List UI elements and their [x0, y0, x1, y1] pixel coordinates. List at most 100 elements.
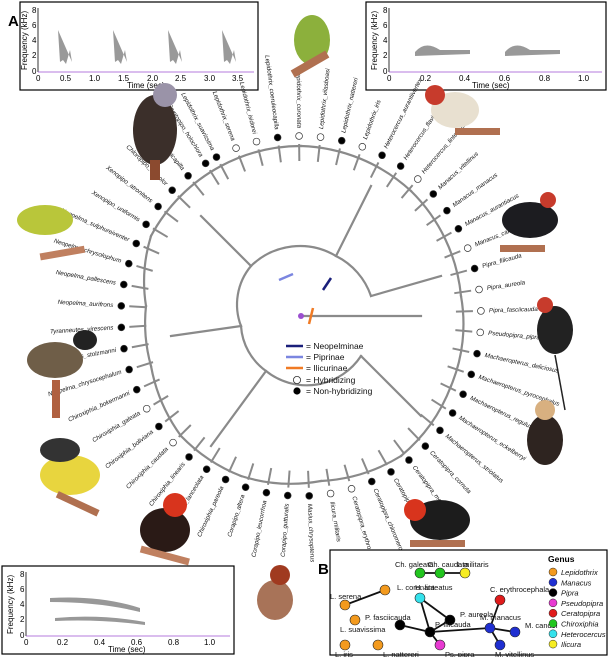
network-node-label: L. nattereri — [383, 650, 419, 657]
spectro-tr-xtick: 0 — [387, 74, 392, 83]
network-node — [434, 639, 446, 651]
spectro-tl-xlabel: Time (sec) — [127, 81, 165, 90]
tip-label: Lepidothrix_coeruleocapilla — [263, 55, 280, 131]
tip-branch — [143, 378, 160, 388]
spectro-tl-xtick: 0 — [36, 74, 41, 83]
tip-branch — [129, 324, 147, 328]
tip-label: Corapipo_altera — [226, 493, 246, 538]
hybridizing-marker — [476, 328, 485, 337]
tip-branch — [316, 144, 321, 163]
spectro-bl-xtick: 0.8 — [168, 638, 180, 647]
hybridizing-marker — [252, 137, 261, 146]
spectro-tr-xlabel: Time (sec) — [472, 81, 510, 90]
bird-illustration-dark-manakin — [133, 83, 177, 180]
spectro-bl-xtick: 1.0 — [204, 638, 216, 647]
genus-legend-label: Ilicura — [561, 640, 581, 649]
bird-illustration-green-yellow — [17, 205, 86, 261]
tip-branch — [385, 172, 398, 188]
network-node — [339, 599, 351, 611]
spectro-tl-xtick: 1.5 — [118, 74, 130, 83]
genus-legend-swatch — [548, 629, 558, 639]
tip-branch — [335, 148, 341, 166]
network-node — [339, 639, 351, 651]
network-node-label: L. serena — [330, 592, 362, 601]
spectro-bl-ytick: 2 — [20, 615, 25, 624]
tip-label: Neopelma_aurifrons — [57, 299, 113, 309]
network-node-label: Ch. galeata — [395, 560, 434, 569]
non-hybridizing-marker — [212, 153, 221, 161]
spectro-tr-xtick: 0.4 — [459, 74, 471, 83]
hybridizing-marker — [463, 244, 472, 252]
legend-hybridizing-symbol — [292, 375, 301, 384]
spectro-tl-xtick: 2.5 — [175, 74, 187, 83]
network-node-label: M. vitellinus — [495, 650, 534, 657]
panel-a-label: A — [8, 13, 19, 30]
non-hybridizing-marker — [443, 206, 451, 215]
network-node-label: M. manacus — [480, 613, 521, 622]
non-hybridizing-marker — [378, 151, 386, 160]
tip-branch — [228, 456, 237, 473]
spectro-bl-xtick: 0.4 — [94, 638, 106, 647]
spectro-bl-xtick: 0.2 — [57, 638, 69, 647]
non-hybridizing-marker — [120, 280, 128, 289]
spectro-tl-ytick: 8 — [32, 6, 37, 15]
tip-branch — [164, 410, 180, 423]
bird-illustration-yellow-bellied — [40, 438, 100, 517]
spectro-bl-xtick: 0 — [24, 638, 29, 647]
non-hybridizing-marker — [155, 422, 163, 431]
spectro-tl-ytick: 6 — [32, 21, 37, 30]
tip-label: Masius_chrysopterus — [306, 504, 316, 563]
tip-branch — [325, 468, 331, 486]
network-node — [372, 639, 384, 651]
network-node — [414, 592, 426, 604]
tip-branch — [369, 161, 380, 179]
tip-label: Corapipo_leucorrhoa — [250, 499, 268, 558]
non-hybridizing-marker — [396, 162, 405, 170]
network-node-label: L. suavissima — [340, 625, 386, 634]
tip-branch — [153, 394, 169, 406]
bird-illustration-black-capped — [27, 330, 97, 418]
tip-branch — [178, 424, 192, 438]
spectro-tl-ytick: 0 — [32, 67, 37, 76]
tip-branch — [136, 264, 154, 272]
spectro-tr-xtick: 1.0 — [578, 74, 590, 83]
non-hybridizing-marker — [454, 224, 463, 233]
tip-branch — [257, 149, 264, 167]
tip-label: Ilicura_militaris — [328, 501, 342, 543]
hybridizing-marker — [477, 307, 485, 315]
bird-illustration-green-manakin — [290, 15, 330, 78]
non-hybridizing-marker — [241, 483, 250, 492]
non-hybridizing-marker — [154, 202, 162, 211]
tip-label: Chiroxiphia_galeata — [91, 410, 142, 444]
network-node — [349, 614, 361, 626]
network-node-label: Ch. caudata — [428, 560, 469, 569]
tip-branch — [426, 214, 442, 227]
network-node — [509, 626, 521, 638]
hybridizing-marker — [142, 404, 151, 413]
spectro-tl-xtick: 2.0 — [147, 74, 159, 83]
tip-branch — [152, 227, 169, 238]
tip-branch — [377, 449, 388, 466]
non-hybridizing-marker — [421, 442, 430, 450]
tip-branch — [209, 447, 221, 463]
genus-legend-title: Genus — [548, 554, 575, 564]
legend-neopelminae: = Neopelminae — [306, 341, 364, 351]
bird-illustration-red-headed — [139, 493, 190, 566]
non-hybridizing-marker — [305, 492, 313, 500]
non-hybridizing-marker — [459, 390, 467, 399]
spectro-bl-xlabel: Time (sec) — [108, 645, 146, 654]
hybridizing-marker — [358, 143, 367, 151]
tip-branch — [452, 347, 470, 353]
non-hybridizing-marker — [387, 468, 395, 476]
spectro-bl-ytick: 4 — [20, 600, 25, 609]
non-hybridizing-marker — [117, 302, 126, 310]
tip-branch — [287, 470, 291, 488]
genus-legend-swatch — [548, 567, 558, 577]
tip-branch — [393, 439, 405, 455]
tip-branch — [277, 145, 282, 163]
network-node — [494, 639, 506, 651]
non-hybridizing-marker — [429, 190, 438, 198]
tip-label: Lepidothrix_coronata — [295, 70, 303, 128]
